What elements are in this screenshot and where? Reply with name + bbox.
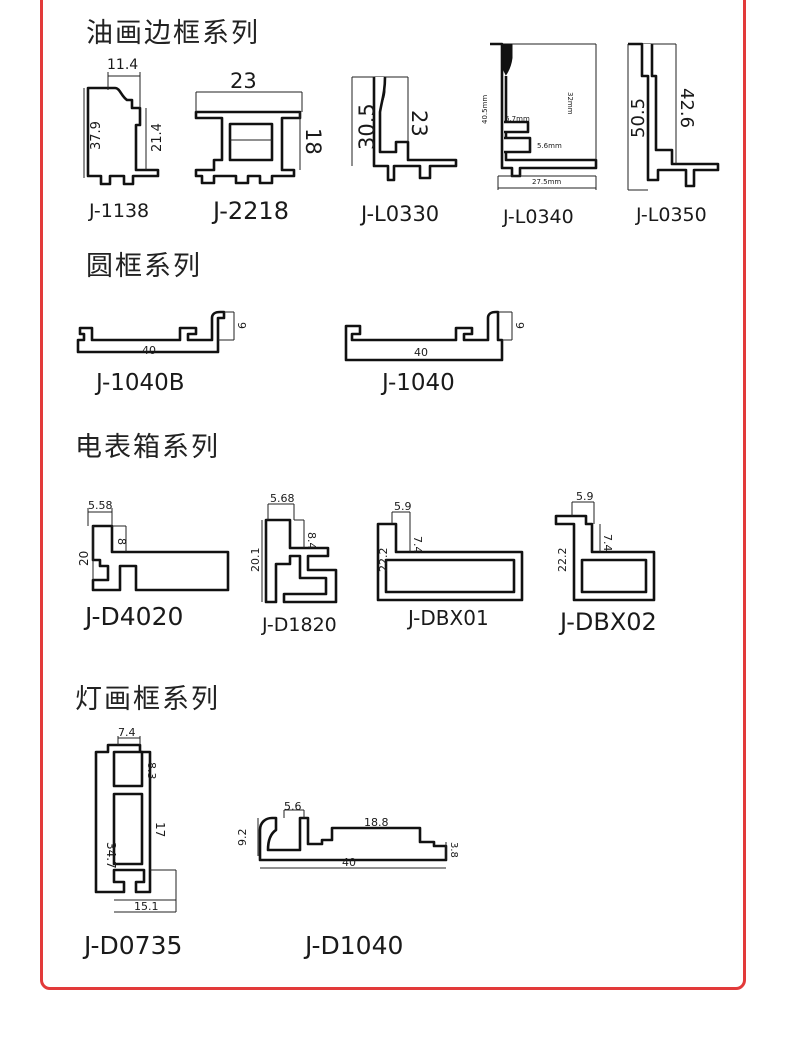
dim-label: 9.2: [236, 829, 249, 847]
profile-j1040-shape: [344, 310, 504, 362]
dim-label: 32mm: [566, 92, 574, 115]
red-frame-border: [40, 0, 746, 990]
dim-label: 27.5mm: [532, 178, 561, 186]
product-code-jdbx01: J-DBX01: [408, 606, 489, 630]
dim-label: 40.5mm: [481, 95, 489, 124]
dim-label: 9: [235, 322, 248, 329]
profile-jdbx02: 5.9 22.2 7.4: [554, 490, 656, 602]
profile-j1138: 11.4 37.9 21.4: [83, 57, 165, 186]
dim-label: 23: [407, 110, 431, 137]
dim-label: 5.58: [88, 499, 113, 512]
profile-jdbx02-cavity: [580, 558, 648, 594]
profile-jd4020-shape: [91, 524, 230, 592]
product-code-jd1040: J-D1040: [305, 931, 404, 960]
profile-jd0735-cavity-top: [112, 750, 144, 788]
profile-j2218-cavity: [228, 122, 274, 162]
product-code-j1040: J-1040: [382, 370, 455, 396]
profile-j1040b-shape: [76, 310, 226, 354]
product-code-jl0350: J-L0350: [636, 204, 707, 226]
dim-label: 6.7mm: [505, 115, 530, 123]
dim-label: 7.4: [601, 534, 614, 552]
product-code-j2218: J-2218: [213, 197, 289, 225]
dim-label: 30.5: [355, 103, 379, 150]
profile-jl0350-shape: [628, 42, 720, 188]
section-title-meter-box: 电表箱系列: [75, 432, 220, 463]
profile-jd0735: 7.4 8.3 34.7 17 15.1: [94, 726, 177, 913]
profile-jd1820-shape: [264, 518, 338, 604]
section-title-light-frame: 灯画框系列: [75, 684, 220, 715]
dim-label: 20: [77, 551, 91, 566]
dim-label: 40: [342, 856, 356, 869]
dim-label: 42.6: [676, 88, 697, 128]
dim-label: 5.6mm: [537, 142, 562, 150]
profile-jd4020: 5.58 20 8: [77, 499, 230, 592]
dim-label: 22.2: [556, 548, 569, 573]
dim-label: 5.68: [270, 492, 295, 505]
dim-label: 7.4: [411, 536, 424, 554]
dim-label: 5.9: [576, 490, 594, 503]
product-code-j1138: J-1138: [89, 200, 150, 222]
dim-label: 34.7: [104, 842, 118, 869]
dim-label: 7.4: [118, 726, 136, 739]
profile-jl0340-step: [504, 120, 530, 134]
dim-label: 8.3: [145, 762, 158, 780]
profile-jdbx01: 5.9 22.2 7.4: [376, 500, 524, 602]
profile-jl0350: 50.5 42.6: [627, 42, 720, 191]
dim-label: 9: [513, 322, 526, 329]
profile-jl0330: 30.5 23: [351, 76, 458, 182]
profile-jl0330-shape: [372, 76, 458, 182]
dim-label: 8.4: [305, 532, 318, 550]
dim-label: 18.8: [364, 816, 389, 829]
dim-label: 11.4: [107, 57, 138, 73]
dim-label: 40: [142, 344, 156, 357]
dim-label: 5.9: [394, 500, 412, 513]
product-code-jd0735: J-D0735: [84, 931, 183, 960]
profile-jd1820: 5.68 20.1 8.4: [249, 492, 338, 604]
section-title-oil-frame: 油画边框系列: [86, 18, 260, 49]
dim-label: 37.9: [89, 121, 104, 150]
dim-label: 15.1: [134, 900, 159, 913]
product-code-jdbx02: J-DBX02: [560, 608, 657, 636]
profile-j1138-shape: [86, 86, 160, 186]
dim-label: 40: [414, 346, 428, 359]
dim-label: 18: [301, 128, 325, 155]
profile-jdbx01-cavity: [384, 558, 516, 594]
dim-label: 5.6: [284, 800, 302, 813]
profile-jd0735-cavity-mid: [112, 792, 144, 866]
dim-label: 8: [115, 538, 128, 545]
product-code-jd1820: J-D1820: [262, 614, 337, 636]
dim-label: 22.2: [377, 548, 390, 573]
dim-label: 20.1: [249, 548, 262, 573]
product-code-jl0330: J-L0330: [361, 202, 440, 226]
profile-jl0340: 40.5mm 32mm 6.7mm 5.6mm 27.5mm: [481, 42, 598, 190]
section-title-round-frame: 圆框系列: [86, 251, 202, 282]
dim-label: 21.4: [150, 123, 165, 152]
profile-jd1040: 5.6 9.2 18.8 40 3.8: [236, 800, 459, 869]
profile-j2218: 23 18: [194, 69, 325, 185]
product-code-jd4020: J-D4020: [85, 602, 184, 631]
product-code-j1040b: J-1040B: [96, 370, 185, 396]
dim-label: 3.8: [448, 842, 459, 858]
dim-label: 50.5: [628, 98, 649, 138]
profile-jl0340-step2: [504, 136, 532, 154]
profile-j1040b: 40 9: [76, 310, 248, 357]
profile-jd1040-shape: [258, 816, 448, 862]
dim-label: 17: [153, 822, 167, 837]
profile-j1040: 40 9: [344, 310, 526, 362]
product-code-jl0340: J-L0340: [503, 206, 574, 228]
dim-label: 23: [230, 69, 257, 93]
profile-jl0340-shape: [490, 42, 598, 178]
